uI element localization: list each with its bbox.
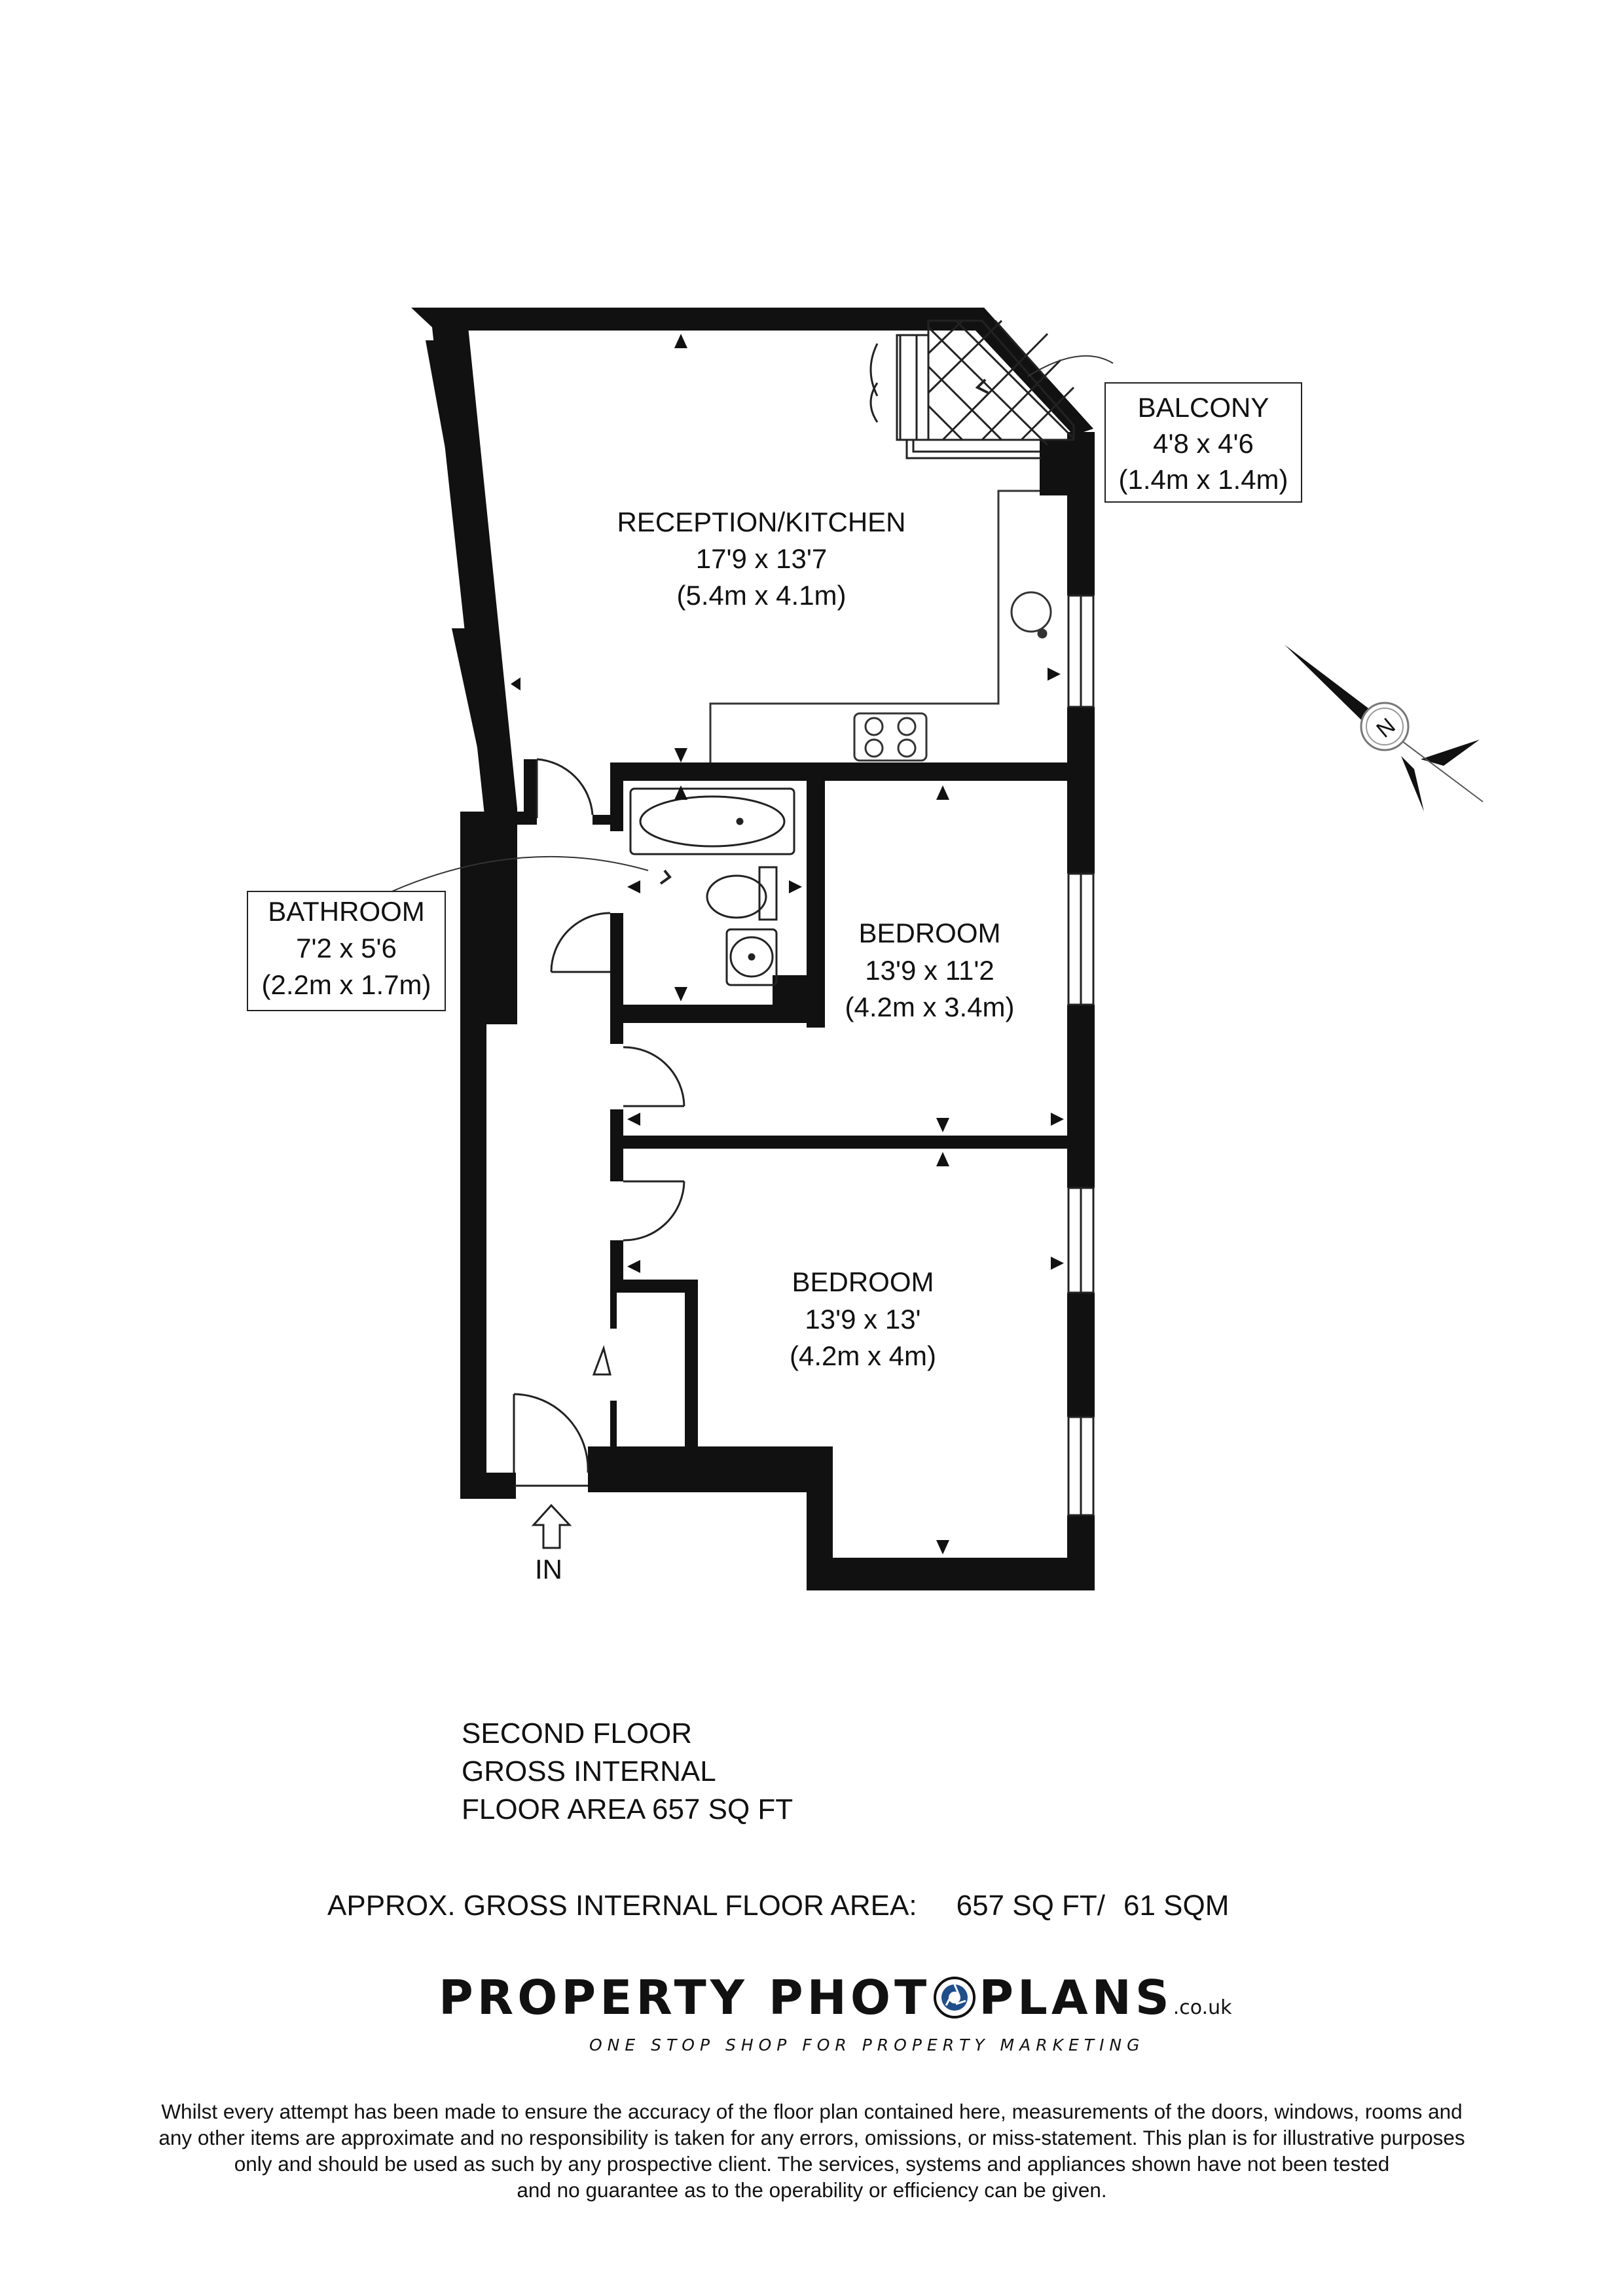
wall-cupboard-left2	[610, 1401, 617, 1453]
wall-left-upper	[411, 308, 517, 1024]
balcony-leader-line	[1027, 355, 1114, 377]
door-cupboard	[592, 1344, 611, 1376]
room-size-imperial-bedroom1: 13'9 x 11'2	[865, 955, 994, 986]
label-reception: RECEPTION/KITCHEN 17'9 x 13'7 (5.4m x 4.…	[617, 507, 905, 611]
label-bedroom2: BEDROOM 13'9 x 13' (4.2m x 4m)	[790, 1266, 936, 1371]
wall-bottom-right	[807, 1558, 1095, 1590]
room-name-bathroom: BATHROOM	[268, 896, 425, 927]
window-bed2-lower	[1067, 1416, 1095, 1516]
disclaimer-line2: any other items are approximate and no r…	[158, 2126, 1465, 2149]
room-size-imperial-bedroom2: 13'9 x 13'	[805, 1304, 921, 1335]
wall-bottom-mid	[588, 1446, 831, 1492]
wall-hall-stub2	[593, 815, 610, 825]
approx-area-sqft: 657 SQ FT/	[956, 1890, 1106, 1922]
wall-right-3	[1067, 1005, 1095, 1188]
wall-bath-left-bottom	[610, 913, 623, 1044]
window-bed2-upper	[1067, 1187, 1095, 1294]
room-size-imperial-bathroom: 7'2 x 5'6	[296, 933, 397, 963]
entrance-arrow-icon	[531, 1503, 572, 1549]
wall-corridor-right-3	[610, 1240, 623, 1280]
room-size-imperial-reception: 17'9 x 13'7	[696, 543, 828, 574]
wall-right-4	[1067, 1293, 1095, 1417]
room-size-metric-bedroom2: (4.2m x 4m)	[790, 1340, 936, 1371]
floor-info-line3: FLOOR AREA 657 SQ FT	[462, 1793, 793, 1825]
wall-hall-top-left	[486, 812, 532, 825]
wall-cupboard-right	[685, 1280, 698, 1456]
kitchen-sink-icon	[1010, 591, 1052, 639]
wall-bath-corner	[773, 975, 825, 1023]
label-bathroom: BATHROOM 7'2 x 5'6 (2.2m x 1.7m)	[247, 891, 446, 1011]
wall-kitchen-bed1	[610, 762, 1095, 781]
disclaimer-line1: Whilst every attempt has been made to en…	[161, 2100, 1463, 2123]
bathroom-leader-line	[366, 855, 649, 904]
floor-info-line1: SECOND FLOOR	[462, 1717, 693, 1749]
floor-info: SECOND FLOOR GROSS INTERNAL FLOOR AREA 6…	[462, 1715, 793, 1829]
doors	[513, 758, 685, 1487]
floor-info-line2: GROSS INTERNAL	[462, 1755, 716, 1787]
bathroom-fixtures	[629, 787, 795, 986]
approx-area-sqm: 61 SQM	[1123, 1890, 1230, 1922]
door-bathroom	[550, 912, 611, 973]
approx-area: APPROX. GROSS INTERNAL FLOOR AREA: 657 SQ…	[327, 1890, 1375, 1922]
wall-right-1	[1067, 432, 1095, 596]
wall-right-2	[1067, 707, 1095, 874]
window-kitchen	[1067, 594, 1095, 708]
disclaimer-line4: and no guarantee as to the operability o…	[517, 2178, 1107, 2202]
bath-icon	[629, 787, 795, 855]
wall-corridor-right-2	[610, 1149, 623, 1181]
brand-name-part2: PLANS	[979, 1970, 1173, 2025]
windows	[1067, 594, 1095, 1516]
room-name-bedroom1: BEDROOM	[858, 918, 1000, 948]
approx-area-label: APPROX. GROSS INTERNAL FLOOR AREA:	[327, 1890, 917, 1922]
brand-name-part1: PROPERTY PHOT	[439, 1970, 931, 2025]
wall-bottom-step	[807, 1446, 833, 1577]
basin-icon	[725, 928, 778, 986]
compass-icon	[1285, 645, 1484, 812]
disclaimer-line3: only and should be used as such by any p…	[234, 2152, 1390, 2176]
toilet-icon	[706, 866, 778, 921]
window-bed1	[1067, 872, 1095, 1006]
room-name-bedroom2: BEDROOM	[792, 1266, 934, 1297]
label-bedroom1: BEDROOM 13'9 x 11'2 (4.2m x 3.4m)	[845, 918, 1014, 1022]
balcony-area	[869, 319, 1075, 459]
wall-bottom-left	[460, 1473, 516, 1499]
brand-name: PROPERTY PHOT PLANS.co.uk	[439, 1970, 1232, 2025]
room-size-metric-bedroom1: (4.2m x 3.4m)	[845, 992, 1014, 1022]
walls	[411, 308, 1095, 1590]
wall-balcony-diagonal	[976, 308, 1093, 435]
dimension-markers	[511, 334, 1064, 1554]
label-balcony: BALCONY 4'8 x 4'6 (1.4m x 1.4m)	[1104, 382, 1302, 503]
kitchen-counter	[709, 490, 1052, 762]
entrance-label: IN	[535, 1554, 562, 1585]
wall-bath-left-top	[610, 762, 623, 831]
wall-corridor-right-1	[610, 1109, 623, 1149]
wall-hall-stub	[524, 759, 537, 825]
room-size-metric-balcony: (1.4m x 1.4m)	[1118, 464, 1288, 495]
door-bedroom2	[623, 1180, 685, 1242]
room-name-balcony: BALCONY	[1138, 392, 1269, 423]
brand-tagline: ONE STOP SHOP FOR PROPERTY MARKETING	[589, 2036, 1145, 2054]
room-size-imperial-balcony: 4'8 x 4'6	[1153, 428, 1254, 459]
room-name-reception: RECEPTION/KITCHEN	[617, 507, 905, 537]
wall-left-lower	[460, 812, 486, 1499]
brand-logo: PROPERTY PHOT PLANS.co.uk ONE STOP SHOP …	[439, 1970, 1232, 2075]
door-bedroom1	[623, 1046, 685, 1107]
room-size-metric-reception: (5.4m x 4.1m)	[676, 580, 846, 611]
door-kitchen	[536, 758, 594, 818]
wall-left-bump1	[426, 340, 478, 484]
wall-cupboard-top	[610, 1280, 697, 1293]
disclaimer: Whilst every attempt has been made to en…	[39, 2098, 1584, 2203]
wall-top	[411, 308, 995, 331]
room-size-metric-bathroom: (2.2m x 1.7m)	[261, 969, 431, 1000]
brand-domain: .co.uk	[1173, 1996, 1232, 2019]
wall-left-bump2	[452, 628, 517, 812]
door-entrance	[513, 1393, 589, 1473]
wall-bed-divider	[623, 1136, 1095, 1149]
hob-icon	[853, 712, 928, 762]
camera-lens-icon	[934, 1977, 976, 2018]
wall-cupboard-left	[610, 1293, 617, 1329]
